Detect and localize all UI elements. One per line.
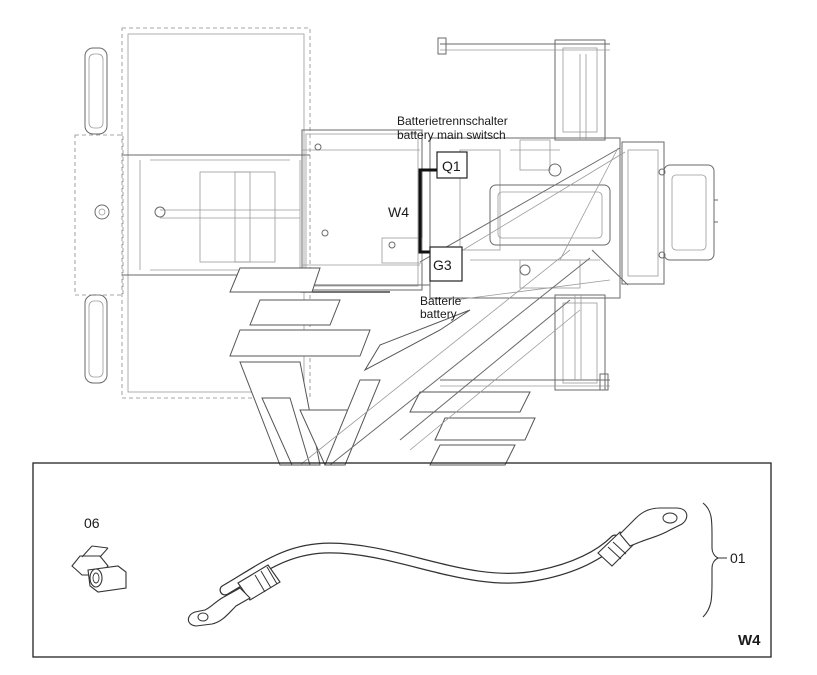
battery-terminal-clamp: 06 (71, 515, 127, 593)
part-06-label: 06 (84, 515, 100, 531)
front-section (429, 137, 718, 299)
detail-panel: 06 (32, 462, 772, 658)
g3-label: G3 (433, 257, 452, 273)
part-01-bracket (702, 502, 720, 618)
battery-label-en: battery (420, 307, 457, 321)
right-ring-lug (619, 507, 688, 547)
lower-wheel-frame (440, 294, 610, 391)
detail-panel-frame (32, 462, 772, 658)
detail-panel-title: W4 (738, 632, 761, 649)
perspective-stripes (229, 249, 591, 466)
q1-label: Q1 (442, 158, 461, 174)
w4-cable-label: W4 (388, 204, 409, 220)
left-side-pads (74, 47, 124, 384)
battery-cable (187, 507, 688, 627)
upper-wheel-frame (437, 37, 610, 141)
left-ring-lug (187, 587, 251, 627)
w4-cable-line (418, 168, 437, 254)
g3-battery-box (429, 246, 463, 282)
part-01-label: 01 (730, 550, 746, 566)
middle-chassis (300, 129, 430, 293)
battery-label-de: Batterie (420, 294, 462, 308)
battery-switch-label-de: Batterietrennschalter (397, 114, 508, 128)
battery-wiring: Batterietrennschalter battery main swits… (388, 114, 508, 321)
q1-switch-box (436, 151, 468, 179)
battery-switch-label-en: battery main switsch (397, 128, 506, 142)
